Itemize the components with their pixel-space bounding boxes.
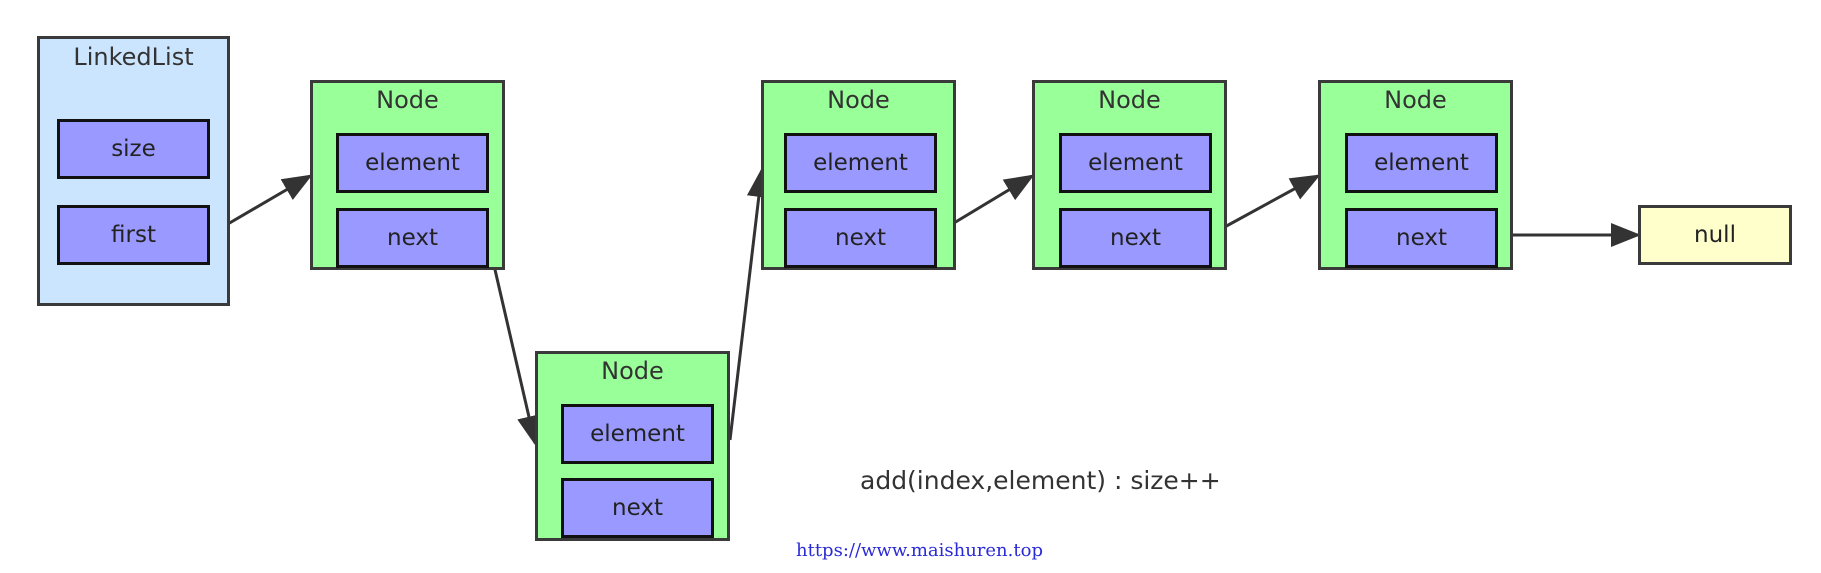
node-4: Node element next: [1318, 80, 1513, 270]
node-3: Node element next: [1032, 80, 1227, 270]
next-field: next: [1059, 208, 1212, 268]
linkedlist-box: LinkedList size first: [37, 36, 230, 306]
node-1: Node element next: [310, 80, 505, 270]
element-field: element: [1345, 133, 1498, 193]
element-field: element: [336, 133, 489, 193]
node-title: Node: [601, 357, 664, 385]
next-field: next: [561, 478, 714, 538]
next-field: next: [784, 208, 937, 268]
watermark-url: https://www.maishuren.top: [796, 540, 1043, 561]
next-field: next: [1345, 208, 1498, 268]
node-title: Node: [376, 86, 439, 114]
node-title: Node: [1384, 86, 1447, 114]
element-field: element: [784, 133, 937, 193]
arrow-node-3-to-node-4: [1209, 174, 1321, 237]
node-2: Node element next: [761, 80, 956, 270]
null-box: null: [1638, 205, 1792, 265]
node-title: Node: [1098, 86, 1161, 114]
node-inserted: Node element next: [535, 351, 730, 541]
size-field: size: [57, 119, 210, 179]
next-field: next: [336, 208, 489, 268]
node-title: Node: [827, 86, 890, 114]
operation-caption: add(index,element) : size++: [860, 466, 1221, 495]
element-field: element: [561, 404, 714, 464]
element-field: element: [1059, 133, 1212, 193]
linkedlist-title: LinkedList: [73, 43, 194, 71]
arrow-inserted-node-to-node-2: [728, 167, 771, 441]
first-field: first: [57, 205, 210, 265]
